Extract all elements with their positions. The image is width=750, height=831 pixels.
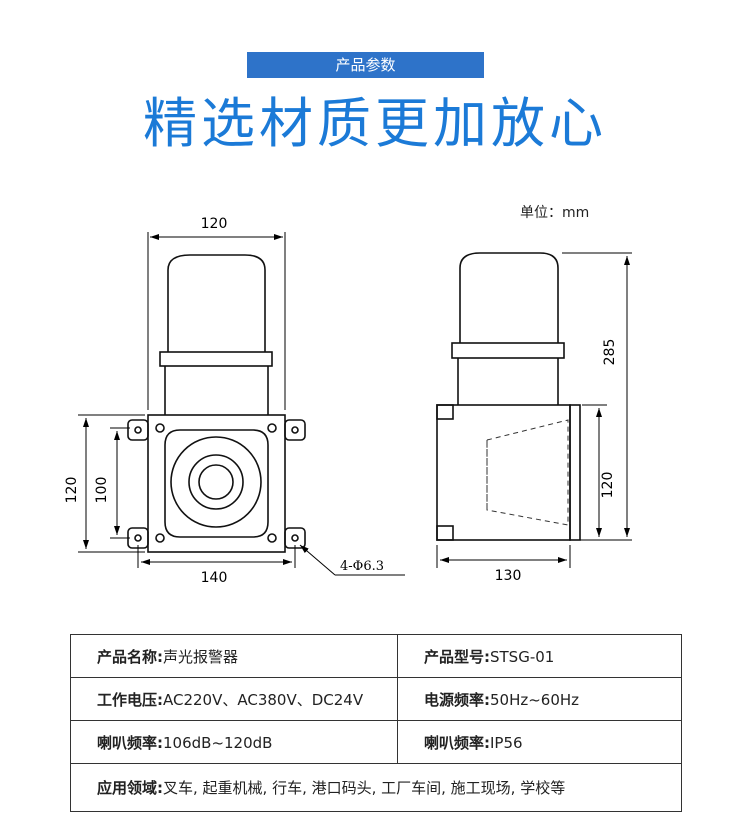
spec-row: 工作电压:AC220V、AC380V、DC24V 电源频率:50Hz~60Hz <box>70 677 682 721</box>
dim-holes: 4-Φ6.3 <box>340 559 384 574</box>
spec-label: 工作电压: <box>97 690 163 709</box>
front-body <box>147 414 286 553</box>
horn-hidden-lines <box>486 419 569 526</box>
page-headline: 精选材质更加放心 <box>143 92 607 155</box>
dim-front-height-inner: 100 <box>94 477 110 504</box>
spec-cell-name: 产品名称:声光报警器 <box>70 634 398 678</box>
spec-value: 106dB~120dB <box>163 733 273 752</box>
speaker-frame <box>164 429 269 538</box>
spec-value: IP56 <box>490 733 523 752</box>
spec-row: 应用领域:叉车, 起重机械, 行车, 港口码头, 工厂车间, 施工现场, 学校等 <box>70 763 682 812</box>
dim-side-total-height: 285 <box>602 339 618 366</box>
spec-row: 产品名称:声光报警器 产品型号:STSG-01 <box>70 634 682 678</box>
technical-drawing: 120 120 100 140 4-Φ6.3 285 120 130 <box>64 216 632 586</box>
side-ring <box>451 342 565 359</box>
spec-label: 电源频率: <box>424 690 490 709</box>
dim-side-depth: 130 <box>495 568 522 584</box>
spec-label: 产品型号: <box>424 647 490 666</box>
spec-label: 喇叭频率: <box>97 733 163 752</box>
spec-value: 声光报警器 <box>163 647 239 666</box>
front-view <box>127 254 306 553</box>
spec-label: 产品名称: <box>97 647 163 666</box>
unit-note: 单位：mm <box>520 205 590 221</box>
side-dome <box>459 252 559 343</box>
dim-front-top-width: 120 <box>201 216 228 232</box>
front-ring <box>159 351 273 367</box>
speaker-outer <box>170 436 262 528</box>
spec-cell-application: 应用领域:叉车, 起重机械, 行车, 港口码头, 工厂车间, 施工现场, 学校等 <box>70 763 682 812</box>
spec-cell-protection: 喇叭频率:IP56 <box>397 720 682 764</box>
spec-cell-model: 产品型号:STSG-01 <box>397 634 682 678</box>
spec-row: 喇叭频率:106dB~120dB 喇叭频率:IP56 <box>70 720 682 764</box>
spec-cell-voltage: 工作电压:AC220V、AC380V、DC24V <box>70 677 398 721</box>
spec-value: 50Hz~60Hz <box>490 690 580 709</box>
dim-front-height-outer: 120 <box>64 477 80 504</box>
dim-side-body-height: 120 <box>600 472 616 499</box>
spec-value: STSG-01 <box>490 647 555 666</box>
spec-value: AC220V、AC380V、DC24V <box>163 690 364 709</box>
spec-cell-power-frequency: 电源频率:50Hz~60Hz <box>397 677 682 721</box>
dim-front-base-width: 140 <box>201 570 228 586</box>
spec-label: 应用领域: <box>97 778 163 797</box>
spec-cell-horn-frequency: 喇叭频率:106dB~120dB <box>70 720 398 764</box>
side-body <box>436 404 571 541</box>
side-view <box>436 252 581 541</box>
spec-value: 叉车, 起重机械, 行车, 港口码头, 工厂车间, 施工现场, 学校等 <box>163 778 566 797</box>
spec-label: 喇叭频率: <box>424 733 490 752</box>
section-banner: 产品参数 <box>247 52 484 78</box>
front-dome <box>167 254 266 352</box>
spec-table: 产品名称:声光报警器 产品型号:STSG-01 工作电压:AC220V、AC38… <box>70 634 682 812</box>
